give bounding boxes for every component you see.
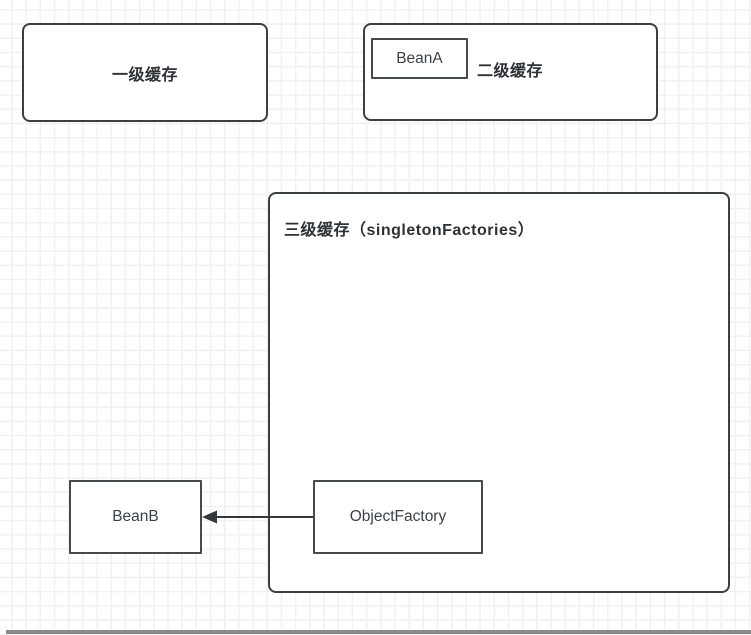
node-objectfactory[interactable]: ObjectFactory: [313, 480, 483, 554]
node-beanb-label: BeanB: [112, 508, 159, 525]
node-beanb[interactable]: BeanB: [69, 480, 202, 554]
node-objectfactory-label: ObjectFactory: [349, 508, 447, 525]
connector-objectfactory-to-beanb[interactable]: [200, 506, 316, 528]
node-level1-cache-label: 一级缓存: [111, 66, 178, 84]
node-level3-cache-label: 三级缓存（singletonFactories）: [284, 222, 535, 239]
node-beana[interactable]: BeanA: [371, 38, 468, 79]
arrowhead-left-icon: [202, 510, 217, 524]
node-level1-cache[interactable]: 一级缓存: [22, 23, 268, 122]
canvas-bottom-edge: [6, 630, 751, 634]
node-level2-cache-label: 二级缓存: [477, 63, 544, 80]
node-beana-label: BeanA: [396, 49, 443, 67]
